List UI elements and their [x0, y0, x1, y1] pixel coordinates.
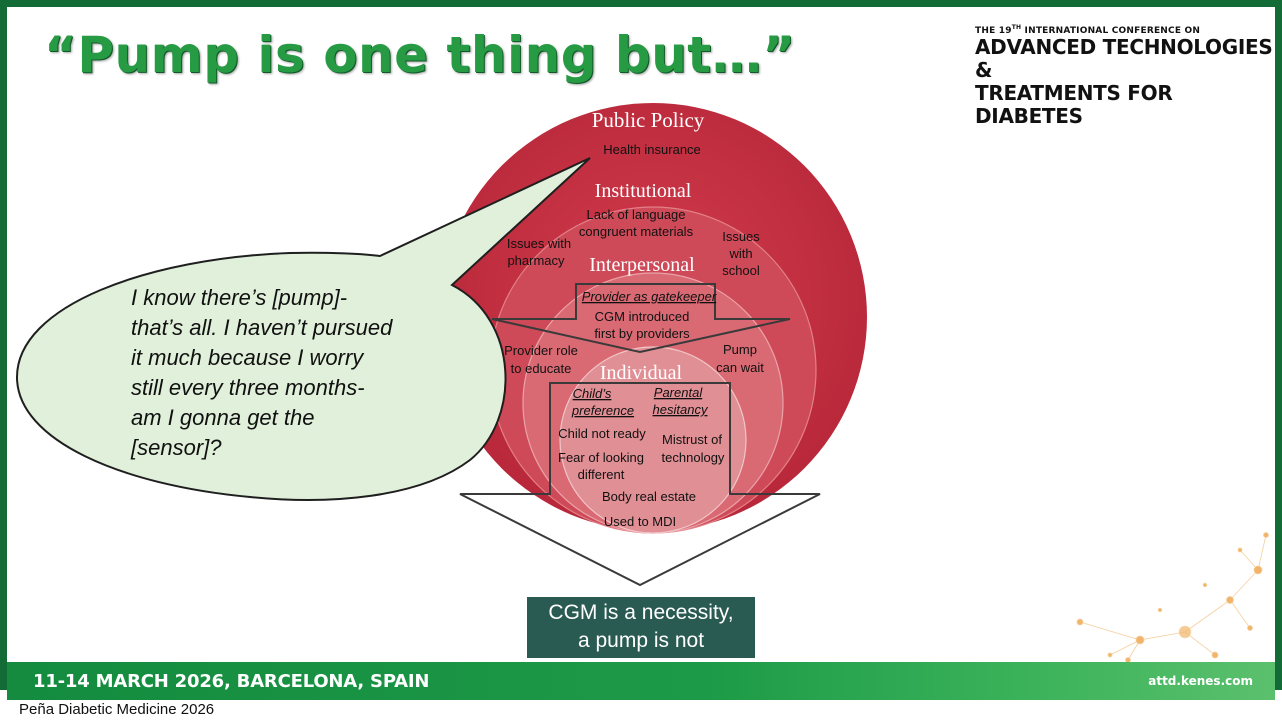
item-pump-wait-line1: Pump [723, 342, 757, 357]
conference-edition: THE 19TH INTERNATIONAL CONFERENCE ON [975, 24, 1201, 36]
event-dates: 11-14 MARCH 2026, BARCELONA, SPAIN [33, 671, 430, 692]
conclusion-box: CGM is a necessity, a pump is not [527, 597, 755, 658]
item-provider-role-line2: to educate [511, 361, 572, 376]
item-parental-hesitancy-line1: Parental [654, 385, 704, 400]
source-credit: Peña Diabetic Medicine 2026 [19, 701, 215, 718]
level-label-interpersonal: Interpersonal [589, 254, 695, 276]
item-pharmacy-line1: Issues with [507, 236, 571, 251]
left-border [0, 0, 7, 690]
item-health-insurance: Health insurance [603, 142, 701, 157]
item-school-line3: school [722, 263, 760, 278]
item-child-preference-line2: preference [571, 403, 634, 418]
item-body-real-estate: Body real estate [602, 489, 696, 504]
conference-logo: THE 19TH INTERNATIONAL CONFERENCE ON ADV… [975, 24, 1282, 128]
item-fear-looking-line2: different [578, 467, 625, 482]
speech-bubble [15, 157, 591, 501]
item-school-line1: Issues [722, 229, 760, 244]
individual-circle [559, 346, 747, 534]
item-cgm-introduced-line2: first by providers [594, 326, 690, 341]
item-parental-hesitancy-line2: hesitancy [653, 402, 709, 417]
individual-arrow [459, 382, 821, 587]
footer-bar: 11-14 MARCH 2026, BARCELONA, SPAIN attd.… [7, 662, 1275, 700]
item-mistrust-line1: Mistrust of [662, 432, 722, 447]
level-label-institutional: Institutional [595, 180, 692, 202]
item-pump-wait-line2: can wait [716, 360, 764, 375]
item-language-line1: Lack of language [586, 207, 685, 222]
interpersonal-arrow [491, 283, 791, 354]
level-label-public-policy: Public Policy [592, 108, 705, 132]
item-language-line2: congruent materials [579, 224, 694, 239]
item-used-to-mdi: Used to MDI [604, 514, 676, 529]
item-child-preference-line1: Child’s [573, 386, 612, 401]
item-pharmacy-line2: pharmacy [507, 253, 565, 268]
patient-quote: I know there’s [pump]- that’s all. I hav… [131, 285, 393, 460]
conference-name-line2: TREATMENTS FOR DIABETES [975, 81, 1173, 128]
item-fear-looking-line1: Fear of looking [558, 450, 644, 465]
slide-title: “Pump is one thing but…” [44, 26, 796, 84]
item-cgm-introduced-line1: CGM introduced [595, 309, 690, 324]
level-label-individual: Individual [600, 362, 683, 384]
conclusion-line1: CGM is a necessity, [548, 601, 734, 624]
network-decoration [1076, 532, 1269, 663]
item-mistrust-line2: technology [662, 450, 725, 465]
item-child-not-ready: Child not ready [558, 426, 646, 441]
conclusion-line2: a pump is not [577, 629, 705, 652]
conference-url[interactable]: attd.kenes.com [1148, 674, 1253, 688]
item-school-line2: with [728, 246, 752, 261]
top-border [0, 0, 1282, 7]
item-provider-role-line1: Provider role [504, 343, 578, 358]
conference-name-line1: ADVANCED TECHNOLOGIES & [975, 35, 1273, 82]
right-border [1275, 0, 1282, 690]
item-provider-gatekeeper: Provider as gatekeeper [582, 289, 717, 304]
